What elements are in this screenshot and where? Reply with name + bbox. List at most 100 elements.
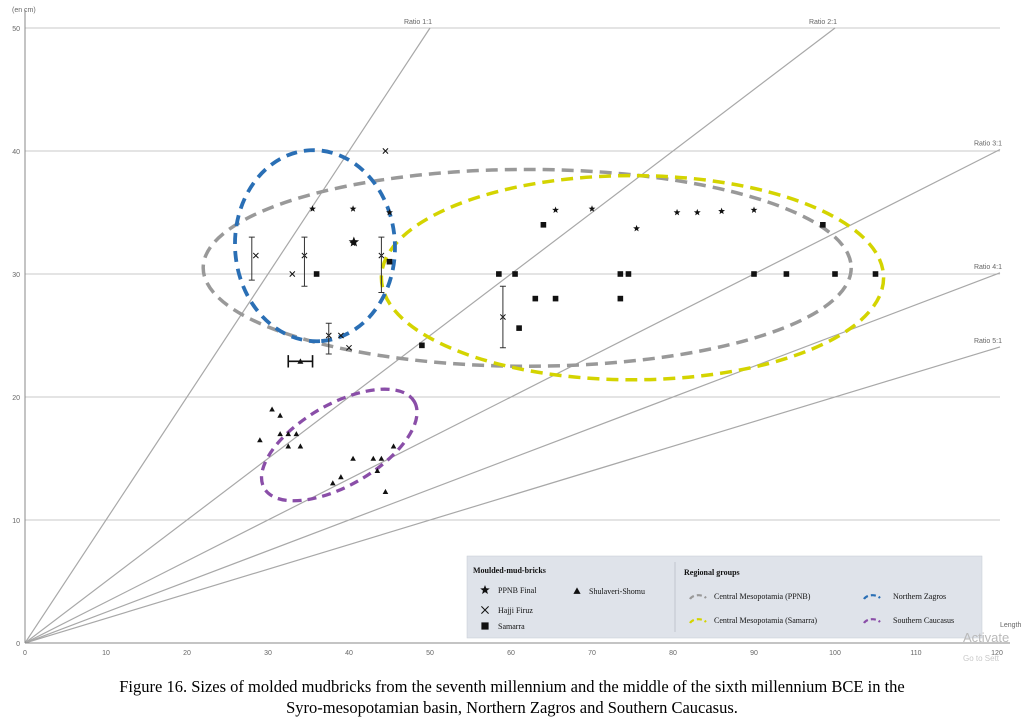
shulaveri-shomu-point bbox=[330, 480, 336, 486]
axes: (en cm) Length bbox=[12, 7, 1022, 644]
x-tick-label: 70 bbox=[588, 650, 596, 657]
samarra-point bbox=[386, 258, 393, 265]
samarra-point bbox=[516, 325, 522, 331]
activation-watermark-subtext: Go to Sett bbox=[963, 654, 1000, 663]
samarra-point bbox=[540, 222, 547, 228]
shulaveri-shomu-point bbox=[277, 412, 283, 418]
ratio-label: Ratio 3:1 bbox=[974, 140, 1002, 147]
x-tick-label: 110 bbox=[910, 650, 921, 657]
x-tick-label: 50 bbox=[426, 650, 434, 657]
samarra-point bbox=[419, 342, 425, 349]
x-tick-label: 30 bbox=[264, 650, 272, 657]
legend-x-icon bbox=[481, 606, 489, 614]
x-tick-label: 80 bbox=[669, 650, 677, 657]
error-bar bbox=[325, 322, 332, 355]
y-tick-label: 50 bbox=[12, 26, 20, 33]
hajji-firuz-point bbox=[289, 271, 296, 277]
shulaveri-shomu-point bbox=[350, 455, 356, 461]
error-bar bbox=[499, 285, 506, 349]
shulaveri-shomu-point bbox=[297, 443, 304, 449]
legend-marker-label: Samarra bbox=[498, 622, 525, 631]
y-axis-label: (en cm) bbox=[12, 7, 36, 14]
ratio-line bbox=[24, 27, 431, 644]
legend-group-label: Central Mesopotamia (PPNB) bbox=[714, 592, 811, 601]
shulaveri-shomu-point bbox=[390, 443, 397, 449]
samarra-point bbox=[617, 271, 624, 277]
shulaveri-shomu-point bbox=[285, 431, 292, 437]
y-tick-label: 10 bbox=[12, 518, 20, 525]
activation-watermark: Activate bbox=[963, 630, 1010, 645]
ratio-line bbox=[24, 272, 1001, 644]
legend-group-label: Central Mesopotamia (Samarra) bbox=[714, 616, 817, 625]
y-tick-label: 30 bbox=[12, 272, 20, 279]
ppnb-final-point bbox=[386, 208, 393, 216]
error-bar bbox=[301, 236, 308, 287]
shulaveri-shomu-point bbox=[257, 437, 263, 443]
samarra-point bbox=[532, 295, 539, 302]
regional-group-ellipse bbox=[259, 387, 419, 503]
samarra-point bbox=[872, 271, 879, 277]
legend-group-swatch bbox=[689, 618, 707, 624]
caption-line-1: Figure 16. Sizes of molded mudbricks fro… bbox=[119, 677, 905, 696]
samarra-point bbox=[512, 271, 518, 277]
samarra-point bbox=[496, 271, 502, 277]
ppnb-final-point bbox=[552, 206, 559, 213]
legend-group-label: Southern Caucasus bbox=[893, 616, 954, 625]
y-tick-label: 40 bbox=[12, 149, 20, 156]
hajji-firuz-point bbox=[252, 252, 259, 259]
x-tick-label: 0 bbox=[23, 650, 27, 657]
legend-triangle-icon bbox=[573, 587, 581, 594]
ppnb-final-point bbox=[588, 205, 596, 212]
error-bar bbox=[378, 236, 385, 293]
samarra-point bbox=[313, 271, 320, 277]
hajji-firuz-point bbox=[337, 332, 344, 339]
x-tick-label: 90 bbox=[750, 650, 758, 657]
shulaveri-shomu-point bbox=[277, 431, 283, 437]
shulaveri-shomu-point bbox=[285, 443, 292, 449]
ppnb-final-point bbox=[750, 206, 758, 213]
x-tick-label: 40 bbox=[345, 650, 353, 657]
legend-markers-title: Moulded-mud-bricks bbox=[473, 566, 546, 575]
ratio-line bbox=[24, 346, 1001, 644]
samarra-point bbox=[832, 271, 838, 277]
shulaveri-shomu-point bbox=[370, 455, 377, 461]
data-points bbox=[248, 148, 879, 494]
ratio-line bbox=[24, 27, 836, 644]
shulaveri-shomu-point bbox=[293, 431, 300, 437]
samarra-point bbox=[617, 295, 624, 302]
shulaveri-shomu-point bbox=[382, 488, 389, 494]
ratio-line bbox=[24, 148, 1001, 644]
hajji-firuz-point bbox=[346, 344, 352, 351]
ppnb-final-point bbox=[633, 224, 640, 232]
ppnb-final-point bbox=[673, 208, 681, 216]
ppnb-final-point bbox=[693, 208, 701, 216]
legend-groups: Central Mesopotamia (PPNB) Central Mesopo… bbox=[689, 592, 954, 625]
samarra-point bbox=[820, 222, 826, 228]
legend-marker-label: PPNB Final bbox=[498, 586, 537, 595]
hajji-firuz-point bbox=[382, 148, 389, 154]
legend-group-label: Northern Zagros bbox=[893, 592, 946, 601]
ppnb-final-point bbox=[718, 207, 726, 215]
legend-marker-label: Shulaveri-Shomu bbox=[589, 587, 645, 596]
legend-groups-title: Regional groups bbox=[684, 568, 740, 577]
x-tick-label: 10 bbox=[102, 650, 110, 657]
legend-group-swatch bbox=[863, 618, 881, 624]
regional-group-ellipse bbox=[201, 167, 853, 369]
ppnb-final-point bbox=[349, 205, 357, 212]
ratio-label: Ratio 2:1 bbox=[809, 19, 837, 26]
shulaveri-shomu-point bbox=[269, 406, 275, 412]
x-tick-label: 60 bbox=[507, 650, 515, 657]
legend-square-icon bbox=[481, 622, 489, 630]
shulaveri-shomu-point bbox=[297, 358, 304, 364]
shulaveri-shomu-point bbox=[338, 474, 344, 480]
ppnb-final-point bbox=[309, 205, 316, 212]
y-tick-label: 0 bbox=[16, 641, 20, 648]
legend-marker-label: Hajji Firuz bbox=[498, 606, 533, 615]
samarra-point bbox=[552, 295, 559, 302]
caption-line-2: Syro-mesopotamian basin, Northern Zagros… bbox=[286, 698, 738, 717]
error-bar bbox=[248, 236, 255, 281]
legend-group-swatch bbox=[689, 594, 707, 600]
y-tick-label: 20 bbox=[12, 395, 20, 402]
